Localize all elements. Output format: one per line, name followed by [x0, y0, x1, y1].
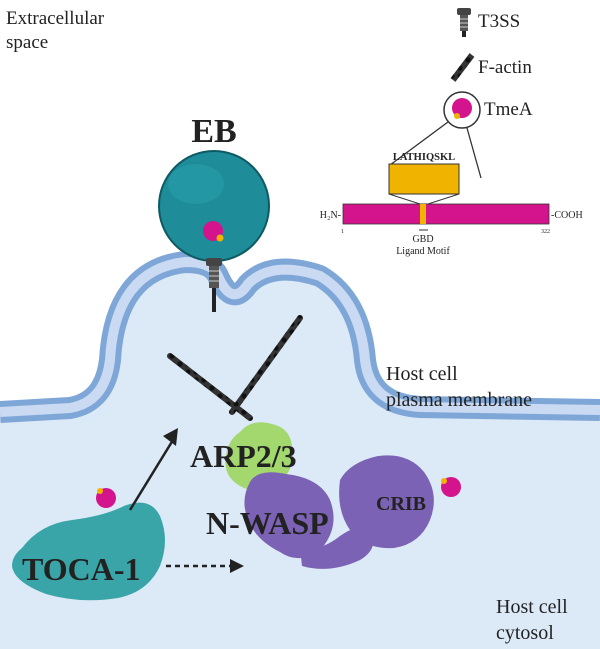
crib-label: CRIB: [376, 493, 426, 515]
gbd-box: [388, 163, 460, 195]
legend-factin: F-actin: [478, 57, 532, 78]
eb-label: EB: [191, 113, 236, 150]
tmea-crib-bound: [441, 477, 461, 497]
toca1-label: TOCA-1: [22, 551, 141, 587]
protein-map: LATHIQSKL H₂N- -COOH 1 322 GBD Ligand Mo…: [320, 152, 583, 257]
residue-start: 1: [341, 229, 344, 235]
zoom-line-right: [466, 127, 482, 179]
factin-icon: [450, 53, 475, 82]
elementary-body: [158, 150, 270, 262]
c-terminus: -COOH: [551, 210, 583, 221]
activation-arrow: [128, 439, 175, 511]
motif-name: GBD: [412, 234, 433, 245]
legend-tmea: TmeA: [484, 99, 533, 120]
tmea-bar: [342, 203, 550, 225]
residue-end: 322: [541, 229, 550, 235]
legend-t3ss: T3SS: [478, 11, 520, 32]
gbd-sequence: LATHIQSKL: [393, 152, 455, 163]
extracellular-label: Extracellular space: [6, 8, 109, 53]
zoom-line-left: [389, 121, 449, 166]
t3ss-needle: [206, 258, 222, 312]
motif-caption: Ligand Motif: [396, 246, 450, 257]
nwasp-protein: [244, 455, 434, 569]
legend: T3SS F-actin TmeA: [443, 8, 533, 129]
cytosol-label: Host cell cytosol: [496, 596, 573, 644]
n-terminus: H₂N-: [320, 210, 341, 221]
nwasp-label: N-WASP: [206, 505, 329, 541]
tmea-icon: [443, 91, 481, 129]
tmea-dot: [216, 234, 224, 242]
toca1-protein: [12, 502, 165, 601]
arp23-label: ARP2/3: [190, 438, 297, 474]
recruitment-arrowhead: [230, 559, 244, 573]
tmea-toca-bound: [96, 488, 116, 508]
membrane-label: Host cell plasma membrane: [386, 363, 532, 411]
plasma-membrane-inner: [0, 257, 600, 417]
activation-arrowhead: [163, 428, 178, 446]
gbd-stripe: [420, 204, 426, 224]
gbd-connector: [388, 193, 460, 205]
factin-filaments: [167, 315, 303, 421]
t3ss-icon: [457, 8, 471, 37]
